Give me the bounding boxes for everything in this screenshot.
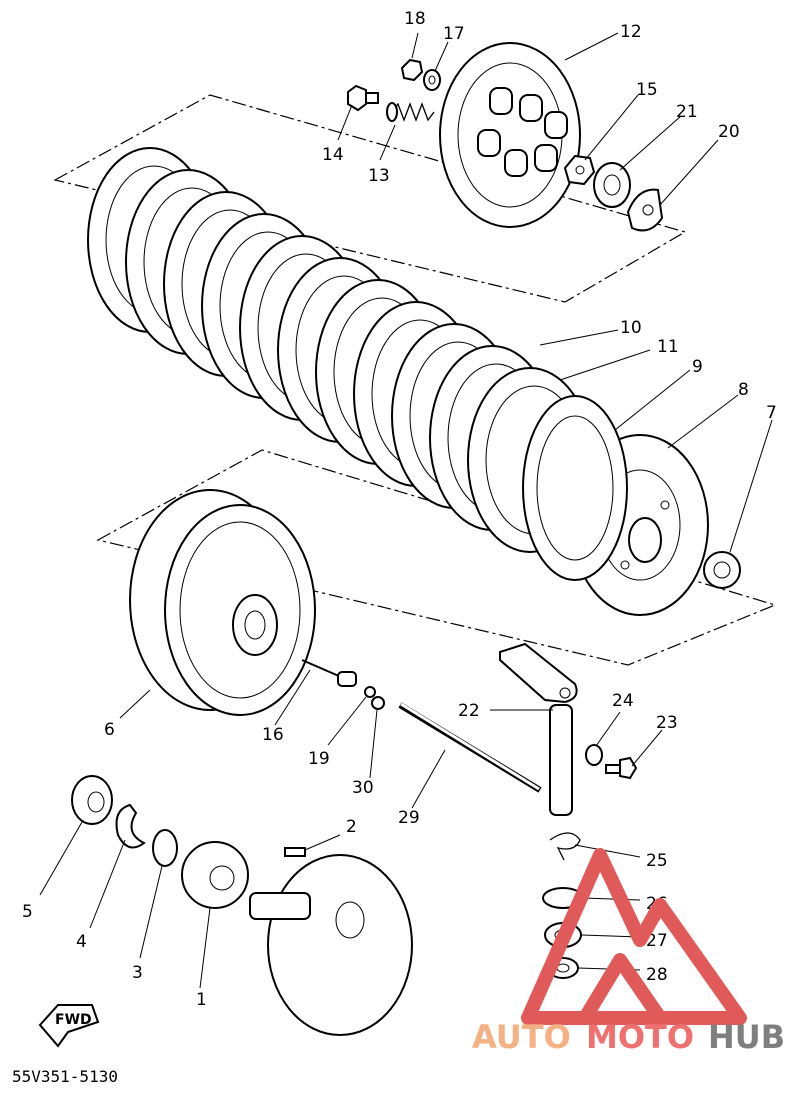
washer-24	[585, 744, 603, 766]
circlip-3	[152, 829, 178, 867]
push-lever-shaft	[499, 642, 578, 816]
callout-7: 7	[766, 403, 777, 423]
plate-group-frame	[53, 94, 687, 303]
bolt-14	[347, 84, 379, 112]
nut-18	[400, 58, 424, 82]
spring-13	[386, 102, 435, 122]
lock-washer-20	[626, 188, 664, 232]
callout-19: 19	[308, 749, 330, 769]
callout-24: 24	[612, 691, 634, 711]
callout-11: 11	[657, 337, 679, 357]
collar-5	[71, 775, 113, 825]
crankshaft-web	[249, 854, 413, 1036]
callout-2: 2	[346, 817, 357, 837]
callout-8: 8	[738, 380, 749, 400]
watermark-text-auto: AUTO	[472, 1018, 571, 1056]
watermark-logo: AUTO MOTO HUB	[472, 848, 785, 1056]
watermark-text-hub: HUB	[708, 1018, 785, 1056]
pressure-ring-9	[522, 395, 628, 581]
callout-1: 1	[196, 990, 207, 1010]
callout-15: 15	[636, 80, 658, 100]
callout-labels: 1 2 3 4 5 6 7 8 9 10 11 12 13 14 15 16 1…	[22, 9, 777, 1010]
nut-21	[593, 162, 631, 208]
primary-drive-gear	[181, 841, 249, 909]
callout-22: 22	[458, 701, 480, 721]
callout-16: 16	[262, 725, 284, 745]
callout-5: 5	[22, 902, 33, 922]
watermark-triangle	[521, 848, 747, 1025]
diagram-code: 55V351-5130	[12, 1067, 118, 1086]
callout-21: 21	[676, 102, 698, 122]
callout-13: 13	[368, 166, 390, 186]
lock-washer-7	[703, 551, 741, 589]
ball-19	[364, 686, 376, 698]
fwd-arrow: FWD	[38, 1004, 100, 1048]
spring-25	[549, 832, 581, 861]
svg-text:FWD: FWD	[55, 1012, 92, 1028]
key-2	[284, 847, 306, 857]
callout-12: 12	[620, 22, 642, 42]
callout-18: 18	[404, 9, 426, 29]
callout-20: 20	[718, 122, 740, 142]
callout-6: 6	[104, 720, 115, 740]
callout-28: 28	[646, 965, 668, 985]
plate-15	[563, 154, 596, 186]
watermark-text-moto: MOTO	[586, 1018, 694, 1056]
callout-23: 23	[656, 713, 678, 733]
washer-4	[115, 803, 146, 849]
push-rod-16	[301, 659, 357, 687]
push-rod-29	[398, 702, 542, 793]
leader-lines	[39, 32, 773, 989]
callout-25: 25	[646, 851, 668, 871]
callout-30: 30	[352, 778, 374, 798]
callout-27: 27	[646, 931, 668, 951]
clutch-group-frame	[96, 449, 777, 666]
callout-3: 3	[132, 963, 143, 983]
callout-14: 14	[322, 145, 344, 165]
washer-17	[423, 69, 441, 91]
callout-10: 10	[620, 318, 642, 338]
pressure-plate	[439, 42, 581, 228]
callout-29: 29	[398, 808, 420, 828]
clutch-housing	[129, 489, 316, 716]
callout-17: 17	[443, 24, 465, 44]
bolt-23	[605, 756, 638, 780]
callout-4: 4	[76, 932, 87, 952]
callout-9: 9	[692, 357, 703, 377]
ball-30	[371, 696, 385, 710]
